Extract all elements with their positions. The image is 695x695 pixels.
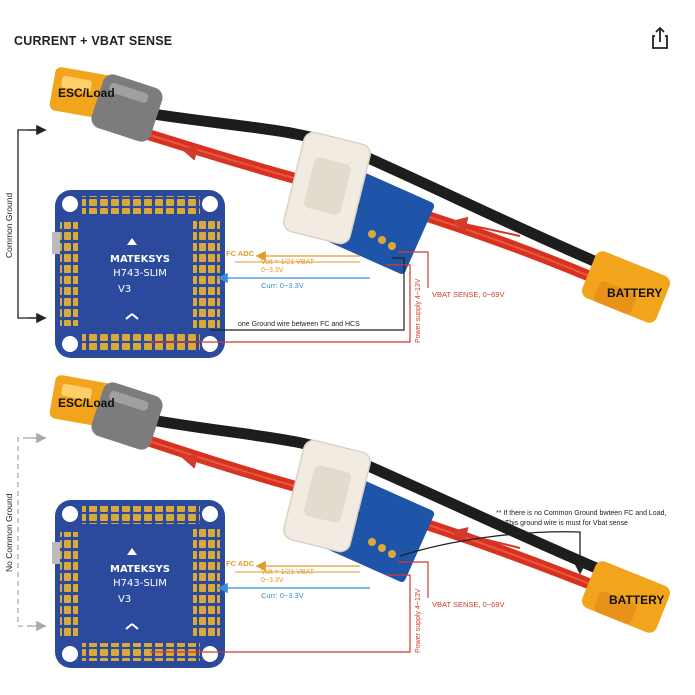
- bottom-vbat-sense-label: VBAT SENSE, 0~69V: [432, 600, 504, 609]
- bottom-power-wire: [150, 574, 411, 653]
- bottom-ground-label: No Common Ground: [4, 493, 14, 572]
- top-ground-wire: [210, 257, 405, 331]
- bottom-current-sensor: [283, 439, 435, 582]
- bottom-flight-controller: [52, 500, 225, 668]
- share-icon: [652, 26, 668, 49]
- bottom-board-brand: MATEKSYS: [110, 564, 170, 575]
- top-flow-arrow-left: [181, 145, 256, 169]
- bottom-vbat-wire: [398, 561, 429, 598]
- top-volt-range: 0~3.3V: [261, 267, 284, 274]
- bottom-flow-arrow-left: [181, 453, 256, 477]
- top-section: ESC/Load BATTERY: [4, 67, 671, 358]
- bottom-board-version: V3: [118, 594, 131, 605]
- bottom-battery-label: BATTERY: [609, 593, 664, 607]
- top-curr-label: Curr: 0~3.3V: [261, 281, 304, 290]
- bottom-battery-connector: [581, 561, 671, 633]
- top-ground-bracket: [17, 124, 47, 324]
- top-current-sensor: [283, 131, 435, 274]
- top-ground-label: Common Ground: [4, 193, 14, 258]
- page-title: CURRENT + VBAT SENSE: [14, 34, 173, 48]
- top-esc-label: ESC/Load: [58, 86, 115, 100]
- top-volt-label: Volt = 1/21 VBAT: [261, 259, 315, 266]
- top-battery-label: BATTERY: [607, 286, 662, 300]
- bottom-note-line1: ** If there is no Common Ground bwteen F…: [496, 510, 666, 517]
- top-power-supply-label: Power supply 4~13V: [415, 278, 422, 343]
- top-power-wire: [150, 264, 411, 343]
- top-esc-connector: [49, 67, 163, 142]
- bottom-esc-label: ESC/Load: [58, 396, 115, 410]
- top-flight-controller: [52, 190, 225, 358]
- bottom-flow-arrow-right: [451, 527, 521, 549]
- top-ground-wire-label: one Ground wire between FC and HCS: [238, 321, 360, 328]
- bottom-fc-adc-label: FC ADC: [226, 559, 255, 568]
- share-button[interactable]: [646, 24, 674, 52]
- bottom-section: ESC/Load BATTERY: [4, 375, 671, 668]
- bottom-note-line2: This ground wire is must for Vbat sense: [505, 520, 628, 527]
- bottom-volt-label: Volt = 1/21 VBAT: [261, 569, 315, 576]
- top-vbat-wire: [398, 251, 429, 288]
- bottom-vbat-ground-wire: [399, 531, 586, 575]
- top-board-brand: MATEKSYS: [110, 254, 170, 265]
- top-board-model: H743-SLIM: [113, 268, 167, 279]
- top-fc-adc-label: FC ADC: [226, 249, 255, 258]
- bottom-ground-bracket: [17, 432, 47, 632]
- bottom-board-model: H743-SLIM: [113, 578, 167, 589]
- top-battery-connector: [581, 251, 671, 323]
- bottom-curr-label: Curr: 0~3.3V: [261, 591, 304, 600]
- bottom-esc-connector: [49, 375, 163, 450]
- top-flow-arrow-right: [451, 216, 521, 237]
- bottom-volt-range: 0~3.3V: [261, 577, 284, 584]
- top-board-version: V3: [118, 284, 131, 295]
- top-vbat-sense-label: VBAT SENSE, 0~69V: [432, 290, 504, 299]
- bottom-power-supply-label: Power supply 4~13V: [415, 588, 422, 653]
